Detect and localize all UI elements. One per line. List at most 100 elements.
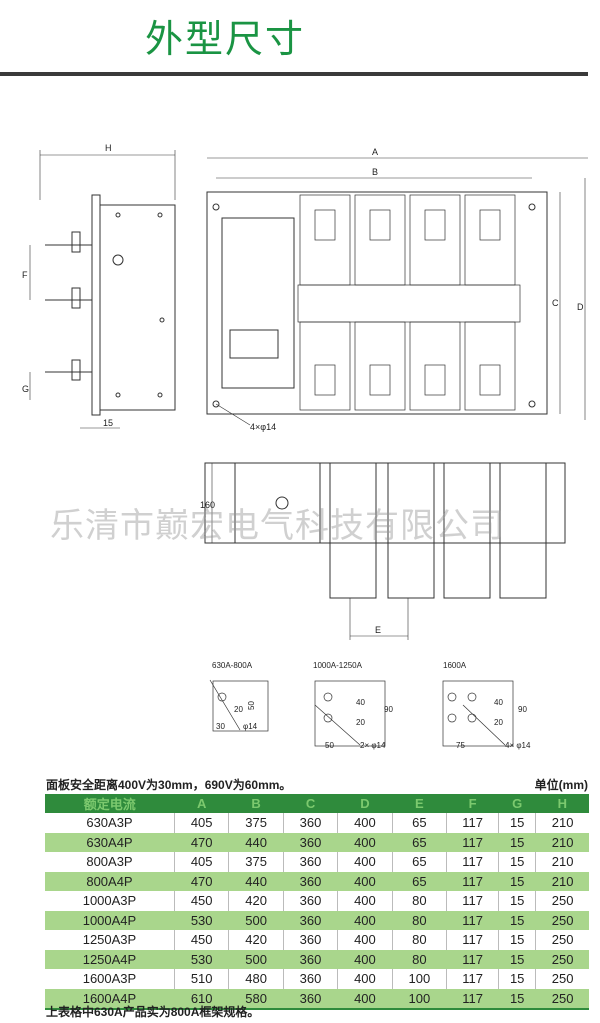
- table-cell: 420: [228, 930, 284, 950]
- column-header: E: [392, 794, 447, 813]
- column-header: H: [535, 794, 589, 813]
- table-cell: 1600A3P: [82, 971, 137, 987]
- table-cell: 405: [173, 813, 229, 833]
- table-cell: 400: [337, 988, 393, 1010]
- table-cell: 360: [282, 930, 338, 950]
- table-cell: 530: [173, 910, 229, 930]
- label-e: E: [375, 625, 381, 635]
- table-cell: 360: [282, 891, 338, 911]
- terminal-detail-1000-1250: 1000A-1250A 90 40 20 50 2× φ14: [313, 661, 393, 750]
- label-c: C: [552, 298, 559, 308]
- label-f: F: [22, 270, 28, 280]
- table-cell: 800A3P: [86, 854, 133, 870]
- label-b: B: [372, 167, 378, 177]
- table-cell: 117: [446, 891, 499, 911]
- table-cell: 450: [173, 891, 229, 911]
- table-cell: 400: [337, 891, 393, 911]
- table-cell: 210: [535, 852, 589, 872]
- table-cell: 65: [391, 813, 447, 833]
- table-cell: 15: [498, 813, 536, 833]
- table-cell: 500: [228, 949, 284, 969]
- table-cell: 360: [282, 949, 338, 969]
- table-cell: 400: [337, 910, 393, 930]
- svg-text:90: 90: [384, 705, 393, 714]
- table-cell: 117: [446, 910, 499, 930]
- table-cell: 1600A4P: [45, 988, 175, 1010]
- table-cell: 117: [446, 871, 499, 891]
- table-cell: 15: [498, 852, 536, 872]
- table-cell: 15: [498, 891, 536, 911]
- table-cell: 630A4P: [45, 832, 175, 852]
- table-cell: 117: [446, 832, 499, 852]
- svg-text:30: 30: [216, 722, 225, 731]
- svg-text:4× φ14: 4× φ14: [505, 741, 531, 750]
- svg-text:1000A-1250A: 1000A-1250A: [313, 661, 363, 670]
- svg-text:20: 20: [494, 718, 503, 727]
- watermark: 乐清市巅宏电气科技有限公司: [50, 506, 505, 546]
- table-cell: 15: [498, 910, 536, 930]
- table-cell: 80: [391, 930, 447, 950]
- column-header: C: [283, 794, 338, 813]
- table-cell: 80: [391, 891, 447, 911]
- table-cell: 117: [446, 852, 499, 872]
- label-d: D: [577, 302, 584, 312]
- table-cell: 117: [446, 969, 499, 989]
- table-cell: 530: [173, 949, 229, 969]
- table-cell: 400: [337, 930, 393, 950]
- column-header: A: [174, 794, 229, 813]
- table-cell: 1000A3P: [82, 893, 137, 909]
- table-cell: 400: [337, 969, 393, 989]
- terminal-detail-1600: 1600A 90 40 20 75 4× φ14: [442, 661, 531, 750]
- table-cell: 65: [391, 832, 447, 852]
- table-cell: 510: [173, 969, 229, 989]
- table-cell: 15: [498, 930, 536, 950]
- table-cell: 400: [337, 949, 393, 969]
- safety-distance-caption: 面板安全距离400V为30mm，690V为60mm。: [46, 778, 292, 792]
- table-cell: 250: [535, 930, 589, 950]
- side-view: H F G 15: [22, 143, 176, 429]
- svg-text:50: 50: [325, 741, 334, 750]
- unit-label: 单位(mm): [534, 778, 588, 792]
- terminal-detail-630-800: 630A-800A 50 20 30 φ14: [209, 661, 269, 732]
- table-cell: 580: [228, 988, 284, 1010]
- svg-text:40: 40: [494, 698, 503, 707]
- svg-text:75: 75: [456, 741, 465, 750]
- svg-text:2× φ14: 2× φ14: [360, 741, 386, 750]
- label-15: 15: [103, 418, 113, 428]
- table-cell: 250: [535, 988, 589, 1010]
- table-cell: 65: [391, 852, 447, 872]
- table-cell: 360: [282, 813, 338, 833]
- label-h: H: [105, 143, 112, 153]
- table-cell: 100: [391, 969, 447, 989]
- table-cell: 610: [173, 988, 229, 1010]
- table-cell: 15: [498, 832, 536, 852]
- svg-text:40: 40: [356, 698, 365, 707]
- column-header: G: [498, 794, 536, 813]
- table-cell: 117: [446, 949, 499, 969]
- table-cell: 100: [391, 988, 447, 1010]
- table-cell: 480: [228, 969, 284, 989]
- table-cell: 250: [535, 949, 589, 969]
- bottom-view: 160 E: [200, 462, 566, 640]
- svg-text:φ14: φ14: [243, 722, 258, 731]
- table-note: 上表格中630A产品实为800A框架规格。: [46, 1005, 260, 1019]
- label-160: 160: [200, 500, 215, 510]
- table-cell: 210: [535, 871, 589, 891]
- table-cell: 15: [498, 949, 536, 969]
- table-cell: 360: [282, 871, 338, 891]
- page-title: 外型尺寸: [145, 17, 306, 61]
- table-cell: 1000A4P: [45, 910, 175, 930]
- table-cell: 1250A4P: [45, 949, 175, 969]
- column-header: 额定电流: [45, 794, 175, 813]
- label-holes: 4×φ14: [250, 422, 276, 432]
- table-cell: 360: [282, 832, 338, 852]
- title-divider: [0, 72, 588, 76]
